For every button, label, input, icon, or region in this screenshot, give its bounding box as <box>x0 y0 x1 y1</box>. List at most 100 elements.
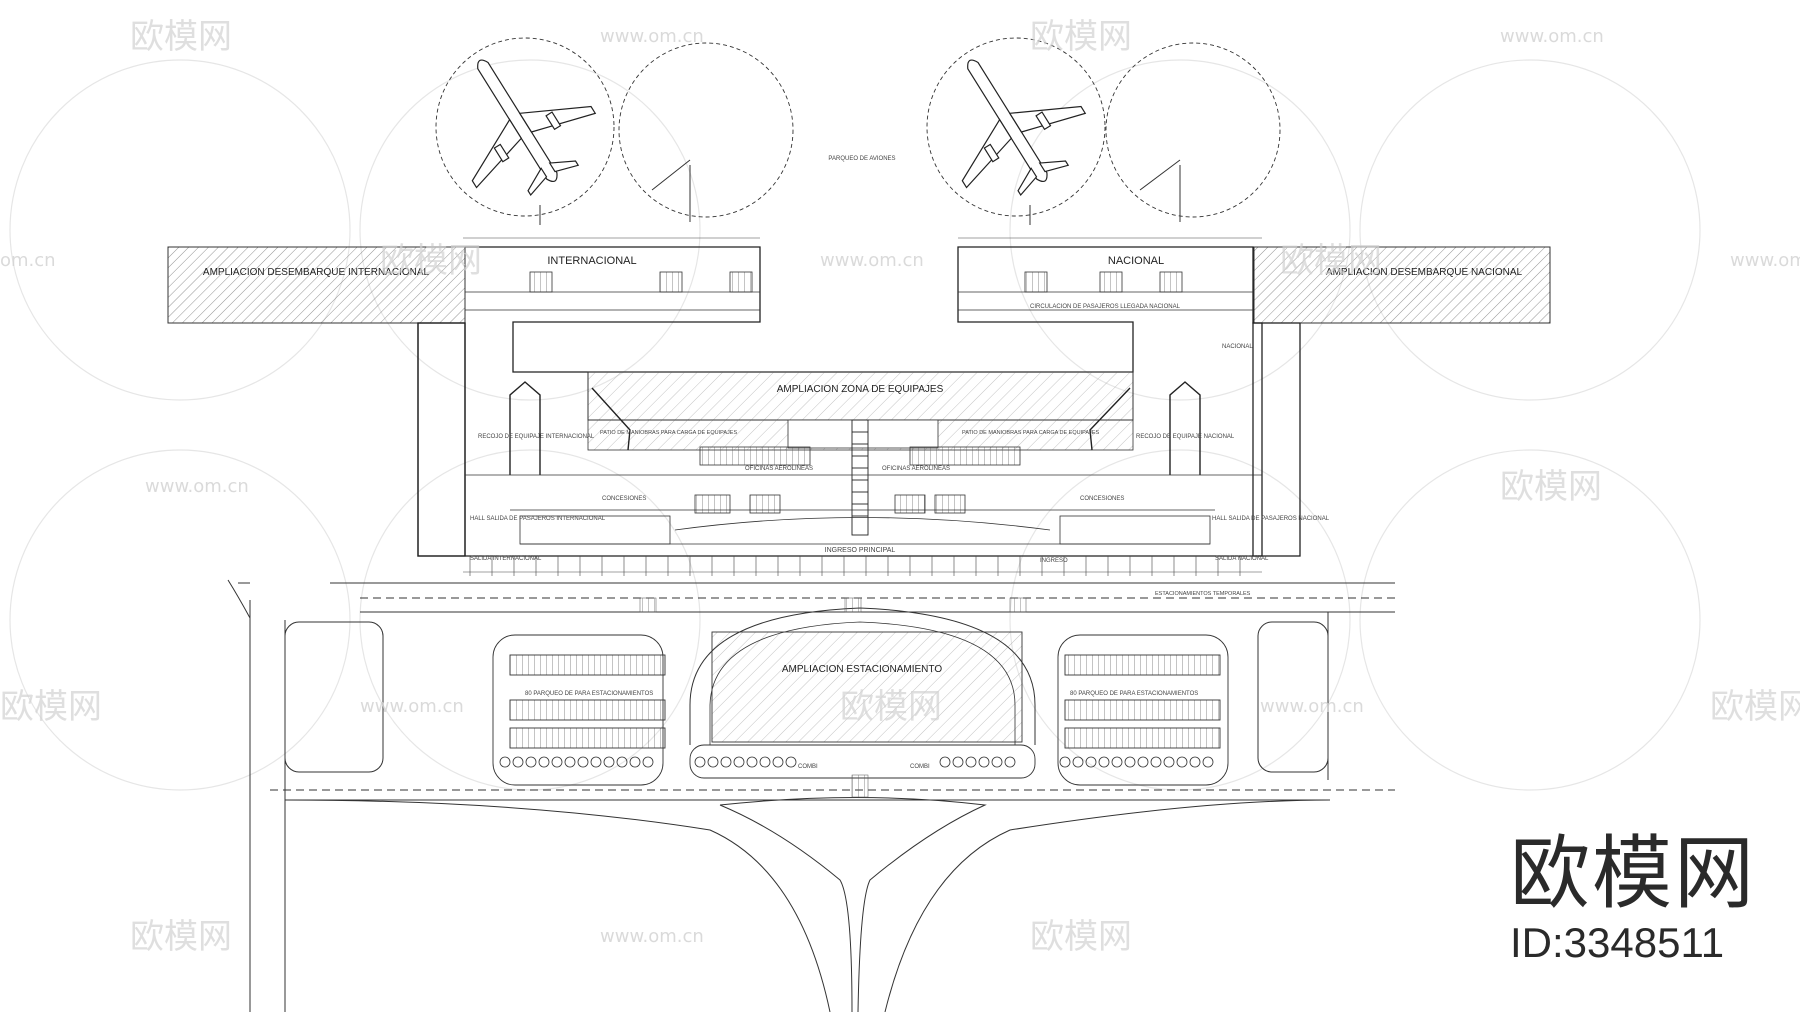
label-ampliacion-estacionamiento: AMPLIACION ESTACIONAMIENTO <box>782 664 942 675</box>
baggage-belts <box>509 381 1201 475</box>
crosswalks <box>639 597 1027 798</box>
tree-icon <box>1004 756 1016 768</box>
label-internacional: INTERNACIONAL <box>547 255 636 267</box>
tree-icon <box>1189 756 1201 768</box>
watermark-logo: 欧模网 <box>380 241 482 281</box>
boarding-bridges <box>539 159 1181 225</box>
watermarks: 欧模网 欧模网 欧模网 欧模网 欧模网 欧模网 欧模网 欧模网 欧模网 欧模网 … <box>0 17 1800 957</box>
tree-icon <box>603 756 615 768</box>
tree-icon <box>1137 756 1149 768</box>
watermark-logo: 欧模网 <box>130 17 232 57</box>
watermark-url: www.om.cn <box>1260 696 1364 717</box>
tree-icon <box>499 756 511 768</box>
label-oficinas-right: OFICINAS AEROLINEAS <box>882 466 950 472</box>
tree-icon <box>1176 756 1188 768</box>
tree-icon <box>746 756 758 768</box>
tree-icon <box>1098 756 1110 768</box>
tree-icon <box>1085 756 1097 768</box>
tree-icon <box>785 756 797 768</box>
tree-icon <box>551 756 563 768</box>
tree-icon <box>590 756 602 768</box>
tree-icon <box>642 756 654 768</box>
tree-icon <box>939 756 951 768</box>
watermark-url: www.om.cn <box>600 26 704 47</box>
label-nacional-side: NACIONAL <box>1222 344 1253 350</box>
tree-icon <box>733 756 745 768</box>
label-circulacion-nac: CIRCULACION DE PASAJEROS LLEGADA NACIONA… <box>1030 304 1181 310</box>
tree-icon <box>512 756 524 768</box>
label-parqueo-right: 80 PARQUEO DE PARA ESTACIONAMIENTOS <box>1070 691 1198 697</box>
brand-logo: 欧模网 <box>1510 827 1756 920</box>
label-parqueo-aviones: PARQUEO DE AVIONES <box>828 156 895 162</box>
tree-icon <box>978 756 990 768</box>
label-zona-equipajes: AMPLIACION ZONA DE EQUIPAJES <box>777 384 944 395</box>
airplane-icon <box>471 59 597 196</box>
label-combi-2: COMBI <box>910 764 930 770</box>
watermark-logo: 欧模网 <box>1030 17 1132 57</box>
label-ampliacion-int: AMPLIACION DESEMBARQUE INTERNACIONAL <box>203 267 430 278</box>
terminal-building <box>417 246 1301 557</box>
watermark-logo: 欧模网 <box>0 687 102 727</box>
watermark-url: www.om.cn <box>1500 26 1604 47</box>
model-id: ID:3348511 <box>1510 919 1725 966</box>
pier-international <box>465 271 760 311</box>
dimension-lines <box>463 237 1262 573</box>
offices-block <box>694 446 1021 514</box>
watermark-url: www.om.cn <box>600 926 704 947</box>
watermark-logo: 欧模网 <box>840 687 942 727</box>
tree-icon <box>1072 756 1084 768</box>
watermark-arcs <box>9 59 1701 791</box>
label-hall-nac: HALL SALIDA DE PASAJEROS NACIONAL <box>1212 516 1330 522</box>
label-patio-int: PATIO DE MANIOBRAS PARA CARGA DE EQUIPAJ… <box>600 430 737 436</box>
watermark-url: www.om.cn <box>1730 250 1800 271</box>
tree-icon <box>616 756 628 768</box>
label-nacional: NACIONAL <box>1108 255 1164 267</box>
tree-icon <box>720 756 732 768</box>
tree-icon <box>525 756 537 768</box>
tree-icon <box>759 756 771 768</box>
pier-national <box>958 271 1253 311</box>
tree-icon <box>952 756 964 768</box>
tree-icon <box>694 756 706 768</box>
tree-icon <box>965 756 977 768</box>
label-salida-nac: SALIDA NACIONAL <box>1215 556 1269 562</box>
baggage-expansion-zone <box>587 371 1134 451</box>
label-ingreso: INGRESO <box>1040 558 1068 564</box>
departures-hall <box>465 474 1262 545</box>
label-estacionamientos-temporales: ESTACIONAMIENTOS TEMPORALES <box>1155 591 1251 597</box>
central-stair <box>851 419 869 536</box>
label-ingreso-principal: INGRESO PRINCIPAL <box>825 547 896 554</box>
watermark-url: www.om.cn <box>145 476 249 497</box>
watermark-url: www.om.cn <box>360 696 464 717</box>
expansion-wing-national <box>1253 246 1551 324</box>
plan-labels: AMPLIACION DESEMBARQUE INTERNACIONAL AMP… <box>203 156 1523 770</box>
watermark-logo: 欧模网 <box>1500 467 1602 507</box>
label-patio-nac: PATIO DE MANIOBRAS PARA CARGA DE EQUIPAJ… <box>962 430 1099 436</box>
road-network <box>227 579 1395 1012</box>
tree-icon <box>1150 756 1162 768</box>
tree-icon <box>1059 756 1071 768</box>
watermark-logo: 欧模网 <box>130 917 232 957</box>
parking-right <box>1057 634 1229 786</box>
tree-icon <box>1111 756 1123 768</box>
watermark-logo: 欧模网 <box>1710 687 1800 727</box>
label-oficinas-left: OFICINAS AEROLINEAS <box>745 466 813 472</box>
watermark-url: om.cn <box>0 250 56 271</box>
watermark-logo: 欧模网 <box>1030 917 1132 957</box>
facade-gate-ticks <box>469 556 1241 576</box>
expansion-wing-international <box>167 246 466 324</box>
label-recojo-nac: RECOJO DE EQUIPAJE NACIONAL <box>1136 434 1235 440</box>
watermark-logo: 欧模网 <box>1280 241 1382 281</box>
watermark-url: www.om.cn <box>820 250 924 271</box>
trees <box>499 756 1214 768</box>
label-ampliacion-nac: AMPLIACION DESEMBARQUE NACIONAL <box>1326 267 1523 278</box>
label-combi-1: COMBI <box>798 764 818 770</box>
tree-icon <box>564 756 576 768</box>
label-salida-int: SALIDA INTERNACIONAL <box>470 556 542 562</box>
tree-icon <box>629 756 641 768</box>
parking-center-expansion <box>689 607 1036 779</box>
label-parqueo-left: 80 PARQUEO DE PARA ESTACIONAMIENTOS <box>525 691 653 697</box>
tree-icon <box>577 756 589 768</box>
airplane-icon <box>961 59 1087 196</box>
tree-icon <box>991 756 1003 768</box>
